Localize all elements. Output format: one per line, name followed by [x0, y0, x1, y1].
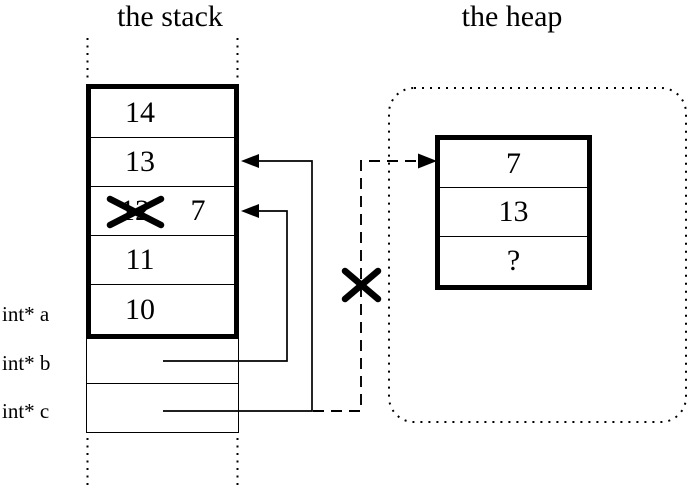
heap-cell-1: 13	[440, 188, 587, 237]
stack-cell-3: 11	[91, 236, 234, 285]
stack-cell-1: 13	[91, 138, 234, 187]
dangling-pointer-dashed-arrow	[313, 153, 437, 412]
pointer-cells-box	[86, 339, 239, 433]
heap-cell-value: 13	[498, 194, 529, 228]
heap-cell-2: ?	[440, 237, 587, 285]
heap-title: the heap	[461, 0, 563, 33]
heap-block-box: 7 13 ?	[435, 135, 592, 290]
heap-cell-value: 7	[506, 146, 521, 180]
stack-cell-new-value: 7	[190, 194, 206, 227]
stack-cell-value: 10	[125, 292, 155, 326]
stack-cell-4: 10	[91, 285, 234, 334]
stack-title: the stack	[117, 0, 223, 33]
pointer-label-b: int* b	[2, 351, 51, 375]
stack-cell-value: 11	[125, 243, 155, 276]
pointer-label-c: int* c	[2, 399, 50, 423]
stack-cell-2: 12 7	[91, 187, 234, 236]
stack-frame-box: 14 13 12 7 11 10	[86, 84, 239, 339]
pointer-label-a: int* a	[2, 302, 50, 326]
heap-cell-value: ?	[506, 243, 521, 277]
pointer-cell-b	[87, 339, 238, 384]
stack-cell-old-value: 12	[120, 194, 150, 227]
dangling-pointer-x-icon	[341, 267, 382, 303]
heap-cell-0: 7	[440, 140, 587, 189]
stack-cell-value: 14	[125, 96, 155, 129]
stack-cell-value: 13	[125, 145, 155, 178]
pointer-cell-c	[87, 384, 238, 432]
stack-cell-0: 14	[91, 89, 234, 138]
